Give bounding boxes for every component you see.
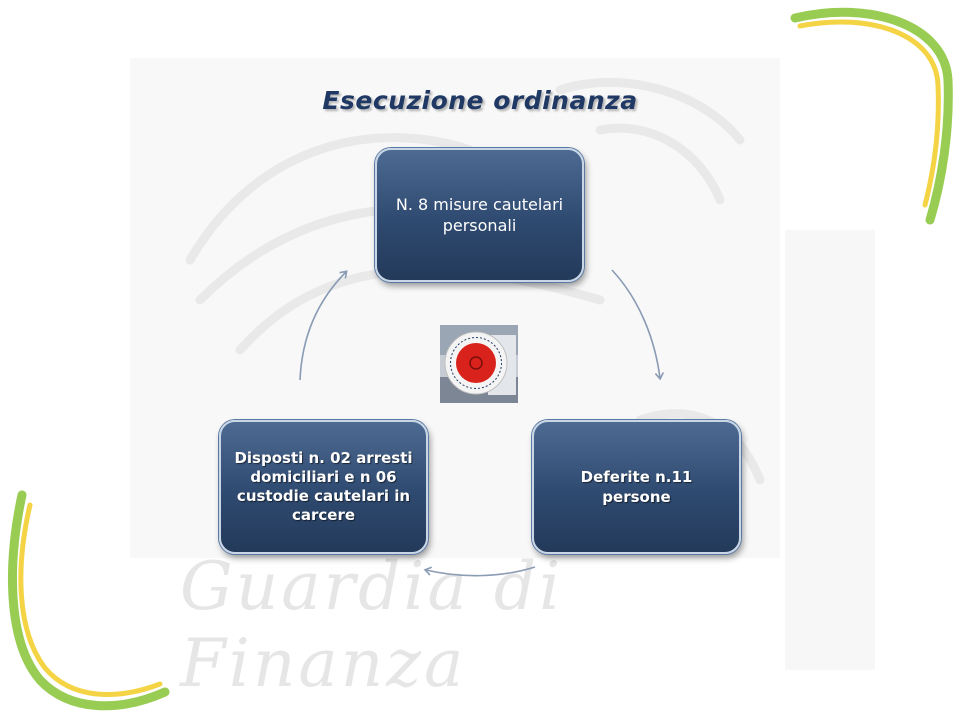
- cycle-node-left: Disposti n. 02 arresti domiciliari e n 0…: [219, 420, 428, 554]
- node-top-label: N. 8 misure cautelari personali: [395, 195, 564, 235]
- traffic-paddle-image: [440, 325, 518, 403]
- node-right-label: Deferite n.11 persone: [580, 468, 693, 506]
- cycle-node-top: N. 8 misure cautelari personali: [375, 148, 584, 282]
- top-right-swoosh: [790, 7, 953, 225]
- watermark-text: Guardia di Finanza: [180, 548, 564, 702]
- watermark-panel-right: [785, 230, 875, 670]
- cycle-node-right: Deferite n.11 persone: [532, 420, 741, 554]
- node-left-label: Disposti n. 02 arresti domiciliari e n 0…: [234, 449, 413, 524]
- slide-title: Esecuzione ordinanza: [322, 86, 638, 115]
- bottom-left-swoosh: [7, 490, 170, 711]
